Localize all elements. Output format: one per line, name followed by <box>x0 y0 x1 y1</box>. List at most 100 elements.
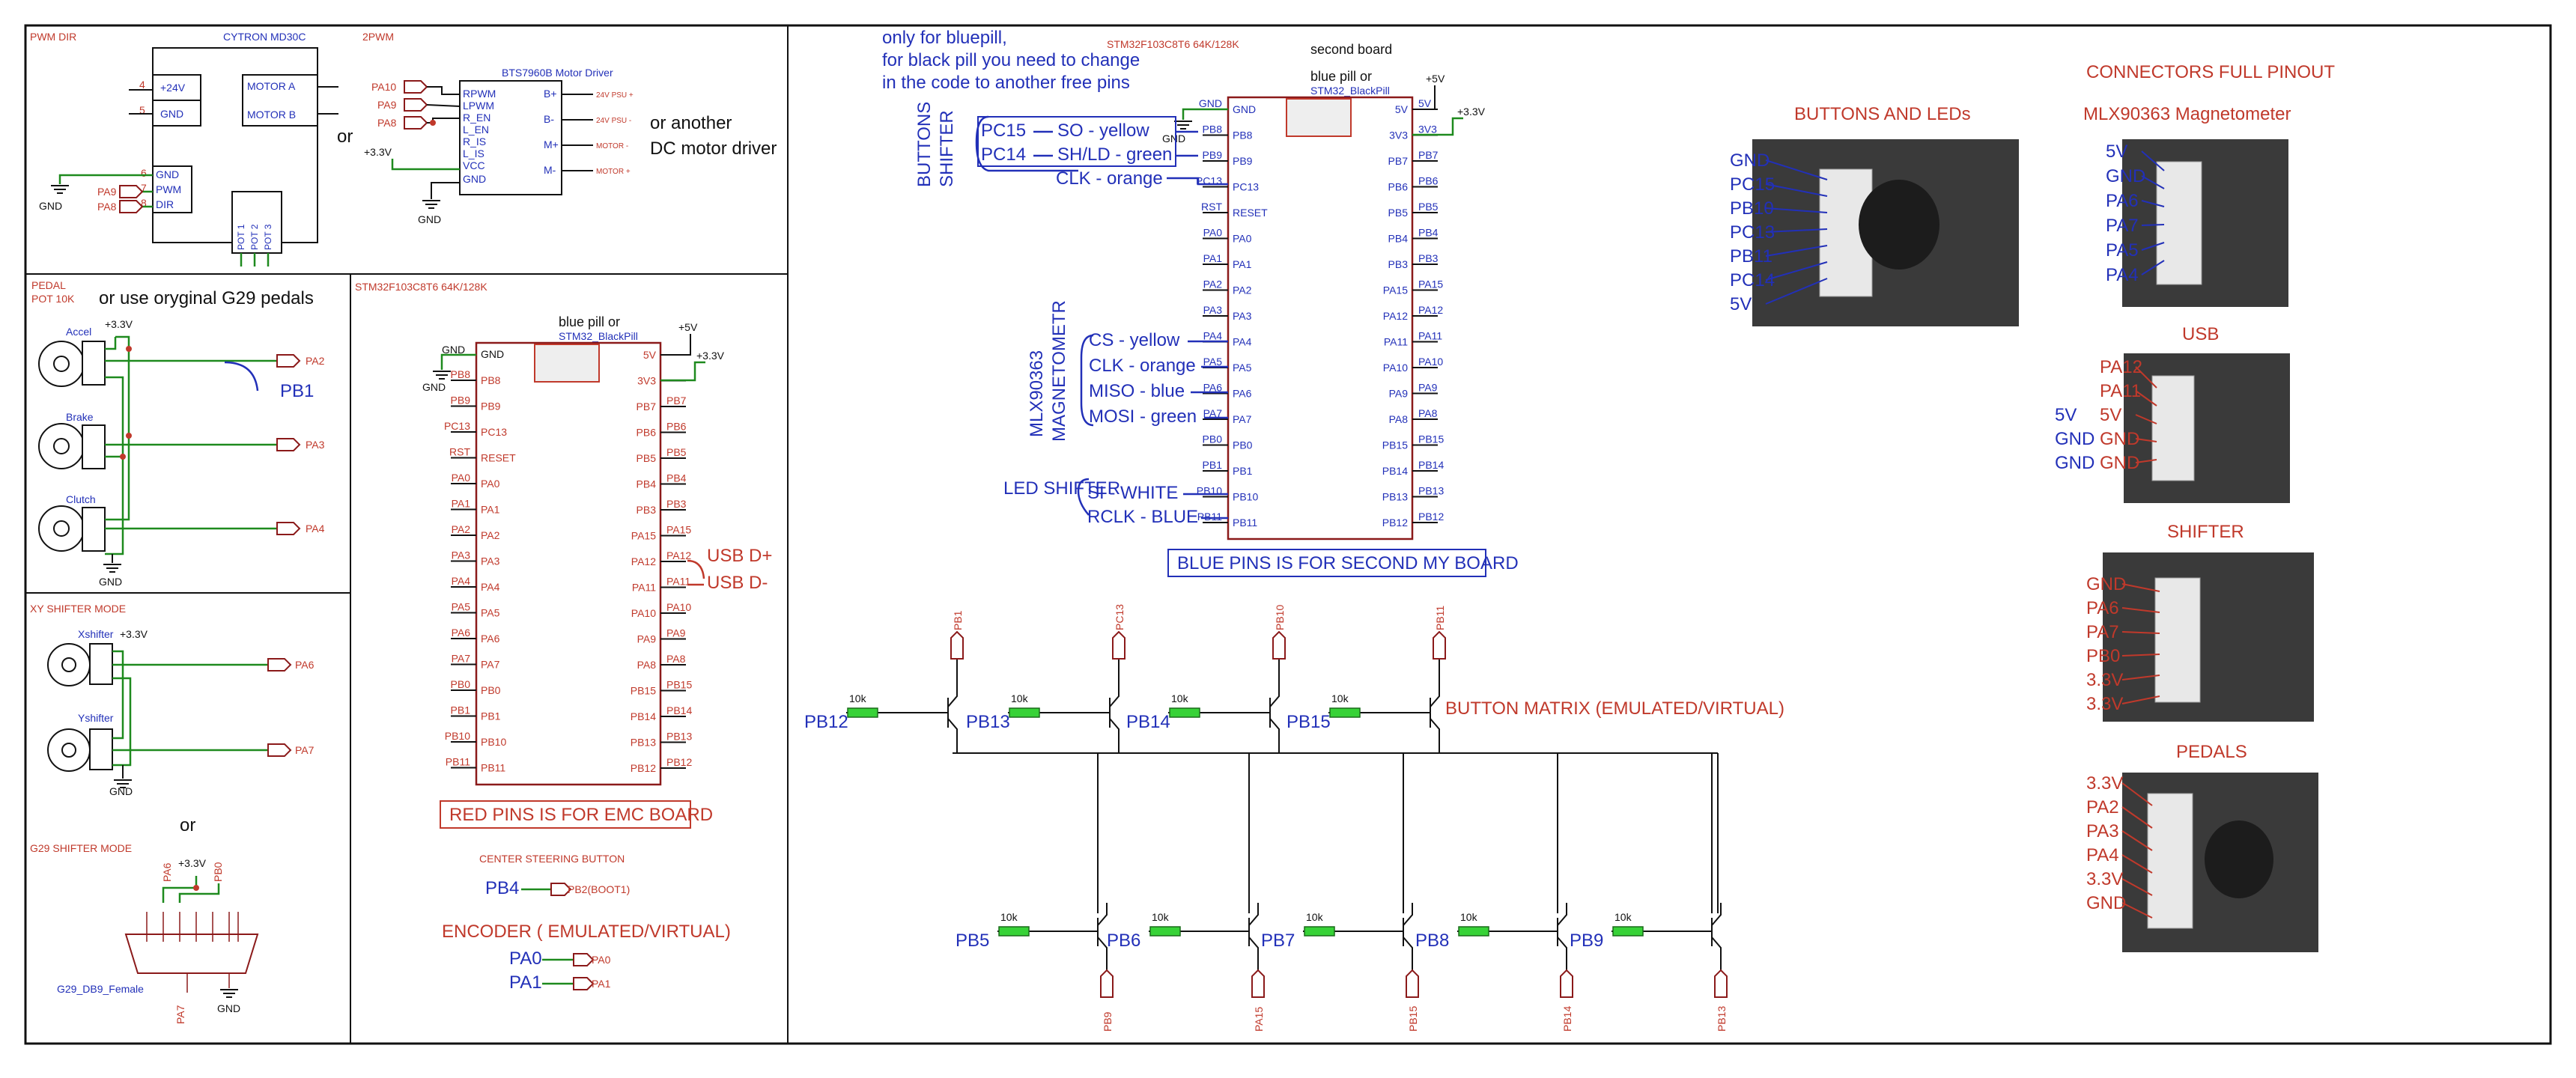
pin-ext-label: PA5 <box>452 601 471 613</box>
svg-text:PC14: PC14 <box>981 144 1026 165</box>
matrix-tag: PB15 <box>1407 1006 1419 1032</box>
svg-text:PEDAL: PEDAL <box>31 279 66 291</box>
svg-text:Clutch: Clutch <box>66 493 96 505</box>
motor-b-label: MOTOR B <box>247 109 296 121</box>
pin-label: PA5 <box>1233 362 1252 374</box>
svg-text:STM32_BlackPill: STM32_BlackPill <box>1310 85 1390 97</box>
db9-connector <box>124 934 259 974</box>
pin-label: PA10 <box>631 607 656 619</box>
pb1-label: PB1 <box>280 381 314 401</box>
svg-text:PA2: PA2 <box>306 355 325 367</box>
svg-text:CS - yellow: CS - yellow <box>1089 330 1180 350</box>
svg-text:DC motor driver: DC motor driver <box>650 138 777 159</box>
svg-text:CLK - orange: CLK - orange <box>1056 168 1163 189</box>
pin-ext-label: PB0 <box>1203 433 1223 445</box>
pin-label: PA15 <box>1383 284 1408 296</box>
svg-text:6: 6 <box>141 167 147 179</box>
pin-label: PA7 <box>1233 413 1252 425</box>
connector-pin: 5V <box>2100 405 2121 425</box>
pin-ext-label: PB4 <box>666 472 687 484</box>
svg-text:PA9: PA9 <box>97 186 117 198</box>
pin-ext-label: PB6 <box>1418 175 1439 187</box>
resistor <box>1329 707 1361 718</box>
svg-text:+3.3V: +3.3V <box>1457 106 1486 118</box>
svg-text:5: 5 <box>139 104 145 116</box>
svg-text:MOTOR +: MOTOR + <box>596 168 631 176</box>
svg-text:PWM: PWM <box>156 183 181 195</box>
svg-text:GND: GND <box>39 200 62 212</box>
connector-pin: PA6 <box>2086 598 2119 618</box>
mcu1-left-pins: PB8PB9PC13RESETPA0PA1PA2PA3PA4PA5PA6PA7P… <box>444 368 516 774</box>
resistor-value: 10k <box>849 692 867 704</box>
connector-pin: 3.3V <box>2086 773 2123 794</box>
svg-text:SO - yellow: SO - yellow <box>1057 121 1149 141</box>
pin-label: PA1 <box>481 504 500 516</box>
matrix-tag: PA15 <box>1253 1007 1265 1032</box>
svg-text:Xshifter: Xshifter <box>78 628 114 640</box>
brake-pot: Brake <box>38 411 106 469</box>
connector-pin: 3.3V <box>2086 670 2123 690</box>
pin-ext-label: PC13 <box>444 420 470 432</box>
connector-pin: PA4 <box>2106 265 2139 285</box>
svg-text:+24V: +24V <box>160 82 186 94</box>
svg-text:+3.3V: +3.3V <box>178 857 207 869</box>
svg-text:CLK - orange: CLK - orange <box>1089 356 1196 376</box>
pin-label: PB5 <box>637 452 657 464</box>
svg-text:PA3: PA3 <box>306 439 325 451</box>
motor-a-label: MOTOR A <box>247 80 296 92</box>
red-pins-note: RED PINS IS FOR EMC BOARD <box>449 805 713 825</box>
pin-label: PA12 <box>1383 310 1408 322</box>
pin-ext-label: 5V <box>1418 97 1432 109</box>
connector-pin: GND <box>1730 150 1770 171</box>
svg-text:Brake: Brake <box>66 411 94 423</box>
svg-text:CENTER STEERING BUTTON: CENTER STEERING BUTTON <box>479 853 625 865</box>
pin-label: PA8 <box>1389 413 1409 425</box>
resistor <box>847 707 878 718</box>
matrix-tag: PB14 <box>1561 1006 1573 1032</box>
svg-text:GND: GND <box>156 168 179 180</box>
svg-text:GND: GND <box>481 348 504 360</box>
pin-ext-label: 3V3 <box>1418 124 1437 135</box>
connector-pin: GND <box>2086 893 2126 913</box>
pin-label: PB7 <box>637 401 657 412</box>
svg-text:PA6: PA6 <box>161 862 173 882</box>
resistor-value: 10k <box>1000 911 1018 923</box>
matrix-input-label: PB6 <box>1107 931 1140 951</box>
svg-text:L_EN: L_EN <box>463 124 489 135</box>
pin-label: PB8 <box>1233 130 1253 141</box>
svg-text:second board: second board <box>1310 42 1392 57</box>
matrix-input-label: PB12 <box>804 712 848 732</box>
resistor-value: 10k <box>1171 692 1189 704</box>
connector-pin: PA4 <box>2086 845 2119 865</box>
svg-text:GND: GND <box>442 344 465 356</box>
pin-ext-label: PB8 <box>451 368 471 380</box>
pin-ext-label: PB10 <box>445 730 470 742</box>
resistor <box>998 926 1030 937</box>
svg-text:POT 3: POT 3 <box>263 224 273 250</box>
pin-label: RESET <box>1233 207 1268 219</box>
connector-pin: 3.3V <box>2086 694 2123 714</box>
pin-ext-label: PA12 <box>1418 304 1443 316</box>
pin-label: PB14 <box>631 710 656 722</box>
pin-label: PA2 <box>481 529 500 541</box>
pin-ext-label: PB4 <box>1418 227 1439 239</box>
pin-label: PA9 <box>1389 388 1409 400</box>
button-matrix: PB1210kPB1PB1310kPC13PB1410kPB10PB1510kP… <box>804 604 1728 1032</box>
svg-text:PA10: PA10 <box>371 81 396 93</box>
bts-label: BTS7960B Motor Driver <box>502 67 613 79</box>
pin-ext-label: PA6 <box>452 627 471 639</box>
svg-text:B-: B- <box>544 113 554 125</box>
pin-label: PA7 <box>481 659 500 671</box>
bts-driver <box>459 80 562 195</box>
pin-ext-label: PB0 <box>451 678 471 690</box>
svg-text:PB2(BOOT1): PB2(BOOT1) <box>568 883 630 895</box>
svg-text:Yshifter: Yshifter <box>78 712 114 724</box>
pin-label: 5V <box>643 349 657 361</box>
connector-pin: GND <box>2055 453 2094 473</box>
pin-ext-label: PB8 <box>1203 124 1223 135</box>
clutch-pot: Clutch <box>38 493 106 552</box>
pin-ext-label: PB13 <box>1418 485 1444 497</box>
pin-label: PB11 <box>481 762 505 774</box>
